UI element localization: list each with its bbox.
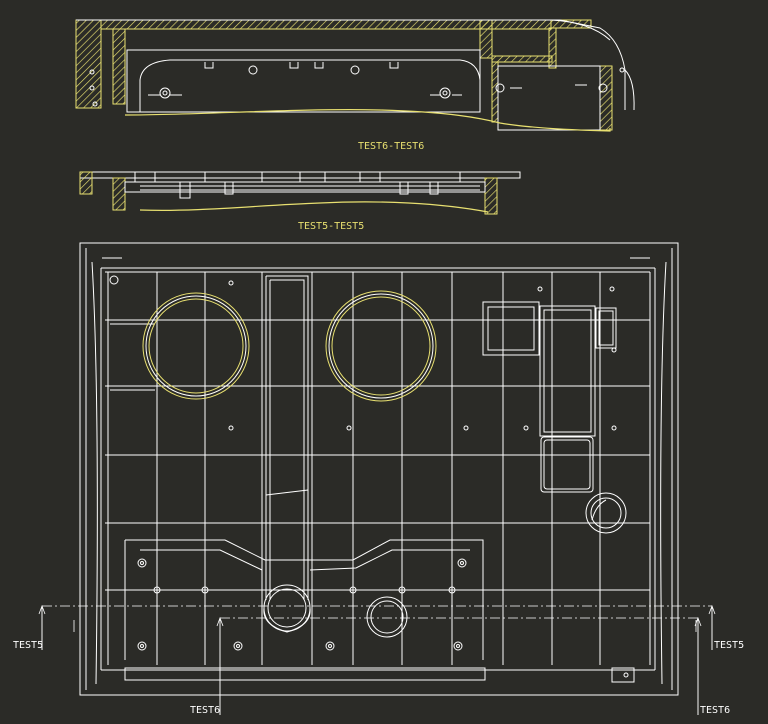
cut-lines	[38, 604, 716, 715]
plan-right-pockets	[482, 301, 627, 534]
plan-circular-opening-left	[142, 292, 250, 400]
cut-marker-test6-right: TEST6	[700, 705, 730, 716]
cut-arrow-test6-right	[694, 616, 702, 715]
section-view-test6	[75, 19, 635, 132]
plan-circular-opening-right	[325, 290, 437, 402]
cut-marker-test5-left: TEST5	[13, 640, 43, 651]
plan-view	[79, 242, 679, 696]
plan-center-channel	[265, 275, 309, 600]
plan-bosses	[109, 275, 629, 678]
section-view-test5	[79, 171, 521, 215]
section-contour-test6	[124, 109, 611, 132]
cut-arrow-test5-left	[38, 604, 46, 650]
cut-marker-test6-left: TEST6	[190, 705, 220, 716]
cut-arrow-test5-right	[708, 604, 716, 650]
cut-marker-test5-right: TEST5	[714, 640, 744, 651]
section-label-test5: TEST5-TEST5	[298, 221, 364, 232]
section-label-test6: TEST6-TEST6	[358, 141, 424, 152]
plan-bottom-openings	[263, 584, 408, 638]
section-contour-test5	[139, 201, 489, 213]
plan-outer-frame	[79, 242, 679, 696]
section-hatch-walls	[75, 19, 613, 131]
cut-arrow-test6-left	[216, 616, 224, 715]
section-bosses	[89, 62, 625, 107]
